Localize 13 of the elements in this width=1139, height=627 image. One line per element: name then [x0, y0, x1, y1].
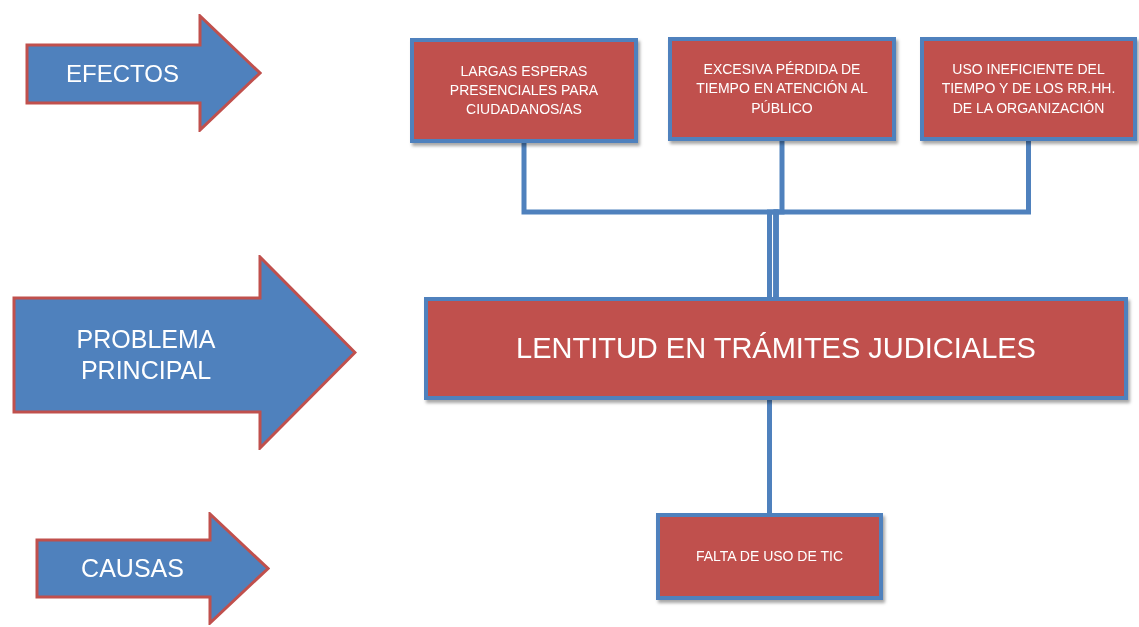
box-label: USO INEFICIENTE DEL TIEMPO Y DE LOS RR.HH. DE LA ORGANIZACIÓN — [940, 60, 1117, 118]
text-box — [424, 297, 1128, 400]
arrow-label: EFECTOS — [66, 59, 179, 89]
text-box — [668, 37, 896, 141]
box-label: LENTITUD EN TRÁMITES JUDICIALES — [516, 330, 1036, 366]
box-label: EXCESIVA PÉRDIDA DE TIEMPO EN ATENCIÓN AL PÚBLICO — [695, 60, 869, 118]
arrow-label: PROBLEMA PRINCIPAL — [75, 323, 217, 386]
box-label: FALTA DE USO DE TIC — [695, 546, 843, 566]
text-box — [656, 513, 883, 600]
box-label: LARGAS ESPERAS PRESENCIALES PARA CIUDADANOS/AS — [448, 61, 600, 120]
text-box — [410, 38, 638, 143]
text-box — [920, 37, 1137, 141]
arrow-label: CAUSAS — [81, 552, 184, 584]
